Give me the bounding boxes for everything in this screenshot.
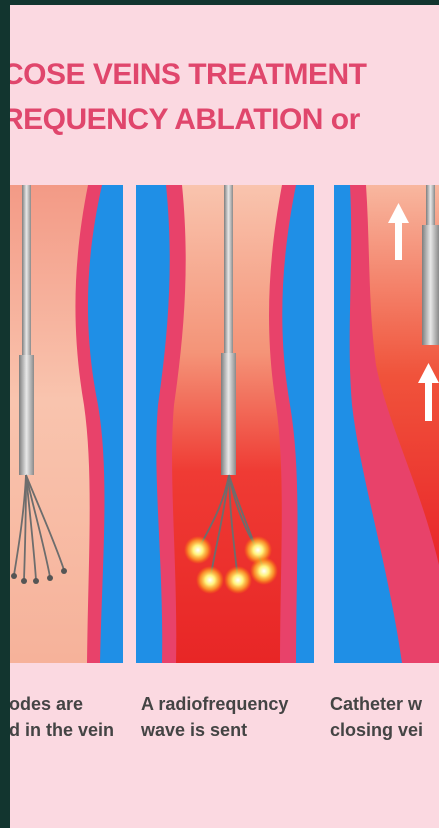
caption-step-2-line-1: A radiofrequency (141, 691, 288, 717)
caption-step-1-line-1: odes are (10, 691, 114, 717)
caption-step-3-line-1: Catheter w (330, 691, 423, 717)
caption-step-2-line-2: wave is sent (141, 717, 288, 743)
panel-catheter-withdrawn (334, 185, 439, 663)
panel-radiofrequency-wave (136, 185, 314, 663)
caption-step-3-line-2: closing vei (330, 717, 423, 743)
caption-step-2: A radiofrequency wave is sent (141, 691, 288, 743)
caption-step-1: odes are d in the vein (10, 691, 114, 743)
caption-step-1-line-2: d in the vein (10, 717, 114, 743)
caption-step-3: Catheter w closing vei (330, 691, 423, 743)
infographic: COSE VEINS TREATMENT REQUENCY ABLATION o… (10, 5, 439, 828)
panel-electrodes-inserted (10, 185, 123, 663)
